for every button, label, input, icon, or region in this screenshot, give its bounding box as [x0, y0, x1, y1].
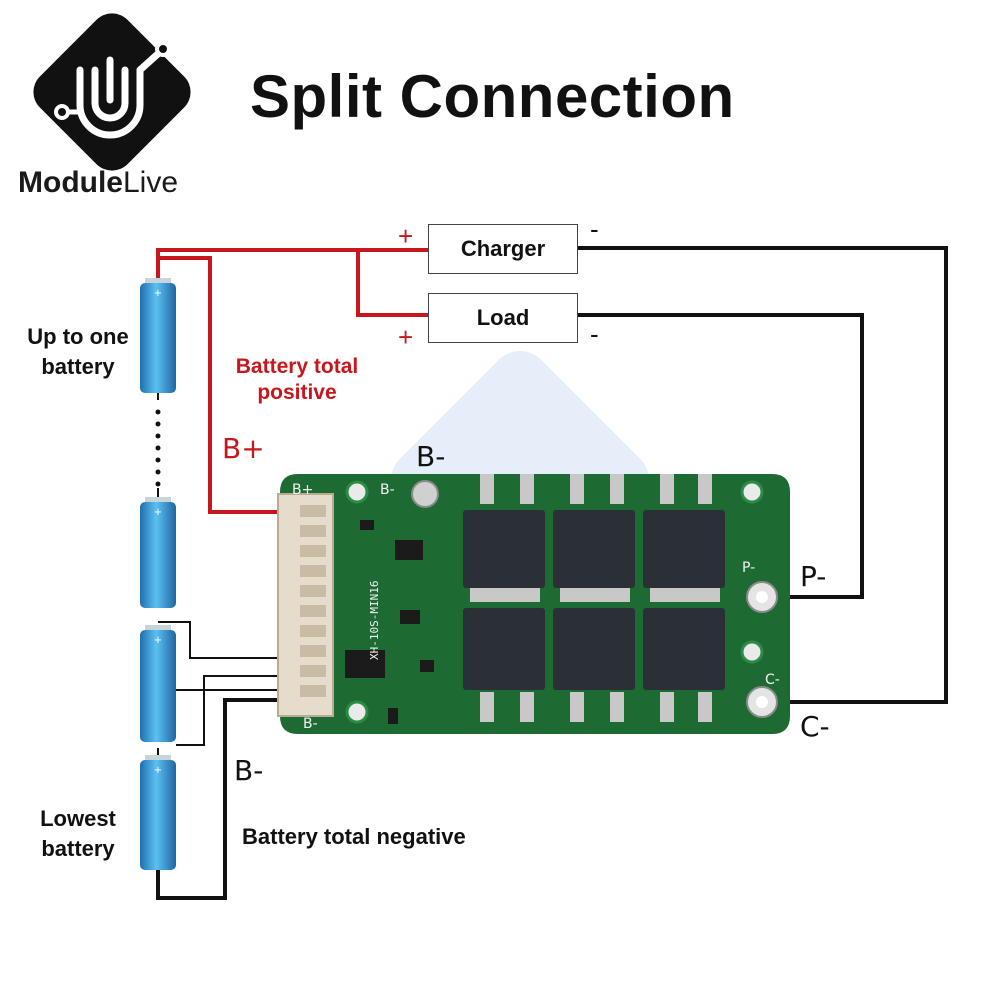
svg-text:+: +	[154, 635, 162, 646]
up-line1: Up to one	[27, 324, 129, 349]
load-minus-sign: -	[590, 319, 599, 349]
silk-c: C-	[765, 672, 780, 688]
balance-wires	[157, 621, 278, 755]
silk-model: XH-10S-MIN16	[368, 581, 381, 660]
battery-total-positive-label: Battery total positive	[222, 354, 372, 406]
up-line2: battery	[41, 354, 115, 379]
brand-name: ModuleLive	[18, 166, 178, 200]
lowest-line1: Lowest	[40, 806, 116, 831]
brand-light: Live	[123, 166, 179, 199]
battery-lowest: +	[140, 755, 176, 870]
charger-plus-sign: +	[398, 221, 414, 251]
negative-wires	[156, 246, 948, 900]
silk-p: P-	[742, 560, 755, 576]
lowest-line2: battery	[41, 836, 115, 861]
svg-text:+: +	[154, 507, 162, 518]
total-pos-line1: Battery total	[235, 355, 359, 378]
c-minus-label: C-	[800, 710, 830, 743]
svg-text:+: +	[154, 765, 162, 776]
charger-minus-sign: -	[590, 214, 599, 244]
bms-board	[277, 474, 790, 734]
load-box: Load	[428, 293, 578, 343]
battery-2: +	[140, 497, 176, 608]
p-minus-label: P-	[800, 560, 827, 593]
silk-bplus: B+	[292, 482, 313, 498]
battery-total-negative-label: Battery total negative	[242, 824, 466, 849]
b-plus-label: B+	[222, 432, 265, 465]
silk-bminus-top: B-	[380, 482, 395, 498]
b-minus-bottom-label: B-	[234, 754, 264, 787]
svg-text:+: +	[154, 288, 162, 299]
battery-dots	[155, 392, 161, 497]
battery-top: +	[140, 278, 176, 393]
silk-bminus-bottom: B-	[303, 716, 318, 732]
page-title: Split Connection	[250, 63, 735, 130]
battery-3: +	[140, 625, 176, 742]
brand-bold: Module	[18, 166, 123, 199]
load-plus-sign: +	[398, 322, 414, 352]
lowest-battery-label: Lowest battery	[10, 804, 146, 864]
up-to-one-battery-label: Up to one battery	[10, 322, 146, 382]
b-minus-top-label: B-	[416, 440, 446, 473]
positive-wires	[156, 248, 428, 514]
charger-box: Charger	[428, 224, 578, 274]
total-pos-line2: positive	[257, 381, 337, 404]
